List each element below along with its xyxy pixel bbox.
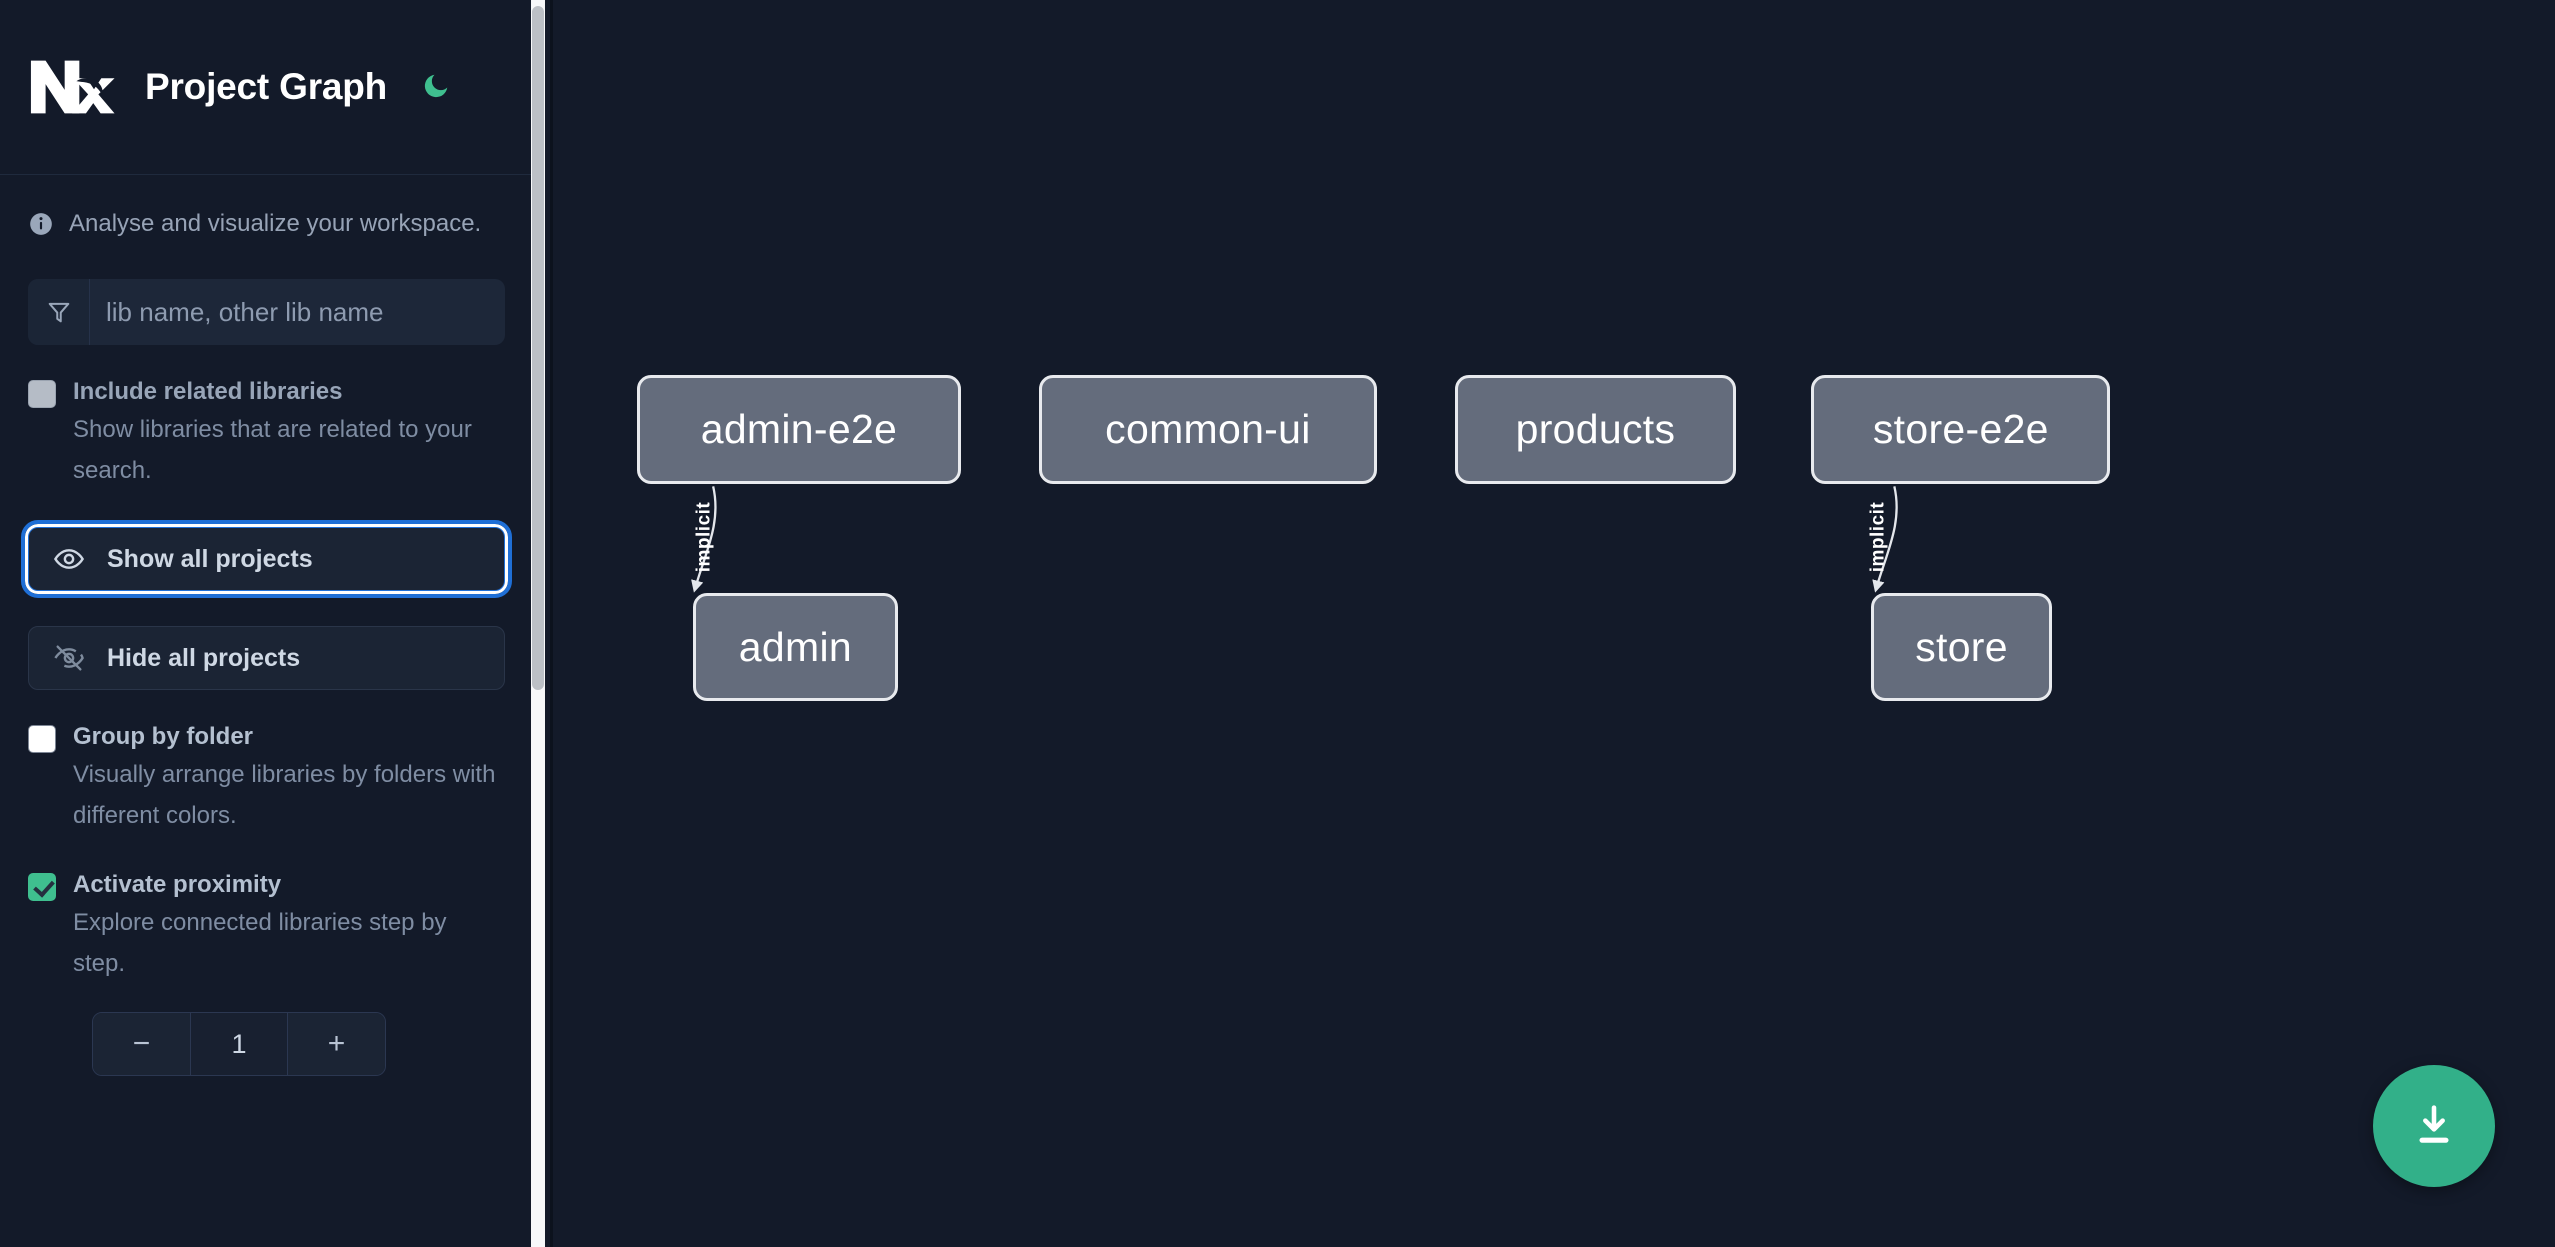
nx-logo-icon: [28, 56, 116, 118]
hide-all-projects-label: Hide all projects: [107, 643, 301, 672]
sidebar-header: Project Graph: [0, 0, 533, 175]
stepper-increment-button[interactable]: +: [287, 1013, 385, 1075]
sidebar-scroll-region[interactable]: Project Graph: [0, 0, 553, 1247]
search-input[interactable]: [90, 279, 505, 345]
filter-bar: [28, 279, 505, 345]
sidebar-scrollbar[interactable]: [531, 0, 545, 1247]
stepper-value: 1: [191, 1013, 287, 1075]
proximity-stepper: − 1 +: [92, 1012, 386, 1076]
page-title: Project Graph: [145, 66, 388, 107]
sidebar-edge-divider: [550, 0, 553, 1247]
checkbox-group-by-folder[interactable]: [28, 725, 56, 753]
graph-edges-layer: [691, 486, 1898, 593]
edge-store-e2e-to-store: [1872, 486, 1898, 593]
sidebar-subtitle: Analyse and visualize your workspace.: [69, 210, 482, 237]
option-activate-proximity[interactable]: Activate proximity Explore connected lib…: [0, 868, 533, 984]
download-icon: [2408, 1099, 2460, 1154]
hide-all-projects-button[interactable]: Hide all projects: [28, 626, 505, 690]
graph-node-products[interactable]: products: [1455, 375, 1736, 484]
sidebar-scrollbar-thumb[interactable]: [532, 6, 544, 690]
graph-node-admin[interactable]: admin: [693, 593, 898, 702]
graph-node-common-ui[interactable]: common-ui: [1039, 375, 1377, 484]
option-description-include-related-libraries: Show libraries that are related to your …: [73, 416, 472, 484]
sidebar: Project Graph: [0, 0, 553, 1247]
edge-admin-e2e-to-admin: [691, 486, 717, 593]
option-include-related-libraries[interactable]: Include related libraries Show libraries…: [0, 375, 533, 491]
filter-funnel-icon: [28, 279, 90, 345]
info-icon: [28, 211, 54, 237]
option-group-by-folder[interactable]: Group by folder Visually arrange librari…: [0, 720, 533, 836]
eye-off-icon: [53, 642, 85, 674]
option-label-activate-proximity: Activate proximity: [73, 871, 282, 898]
moon-icon: [421, 71, 451, 104]
download-graph-button[interactable]: [2373, 1065, 2495, 1187]
stepper-decrement-button[interactable]: −: [93, 1013, 191, 1075]
graph-node-store[interactable]: store: [1871, 593, 2052, 702]
theme-toggle-button[interactable]: [416, 67, 456, 107]
graph-node-admin-e2e[interactable]: admin-e2e: [637, 375, 961, 484]
option-label-group-by-folder: Group by folder: [73, 723, 253, 750]
checkbox-include-related-libraries: [28, 380, 56, 408]
eye-icon: [53, 543, 85, 575]
checkbox-activate-proximity[interactable]: [28, 873, 56, 901]
visibility-button-group: Show all projects Hide all projects: [21, 520, 512, 690]
option-label-include-related-libraries: Include related libraries: [73, 378, 343, 405]
graph-canvas[interactable]: admin-e2e common-ui products store-e2e admin…: [553, 0, 2555, 1247]
show-all-projects-label: Show all projects: [107, 544, 313, 573]
graph-node-store-e2e[interactable]: store-e2e: [1811, 375, 2111, 484]
show-all-projects-button[interactable]: Show all projects: [21, 520, 512, 598]
option-description-activate-proximity: Explore connected libraries step by step…: [73, 909, 447, 977]
option-description-group-by-folder: Visually arrange libraries by folders wi…: [73, 761, 496, 829]
sidebar-subtitle-row: Analyse and visualize your workspace.: [0, 175, 533, 273]
